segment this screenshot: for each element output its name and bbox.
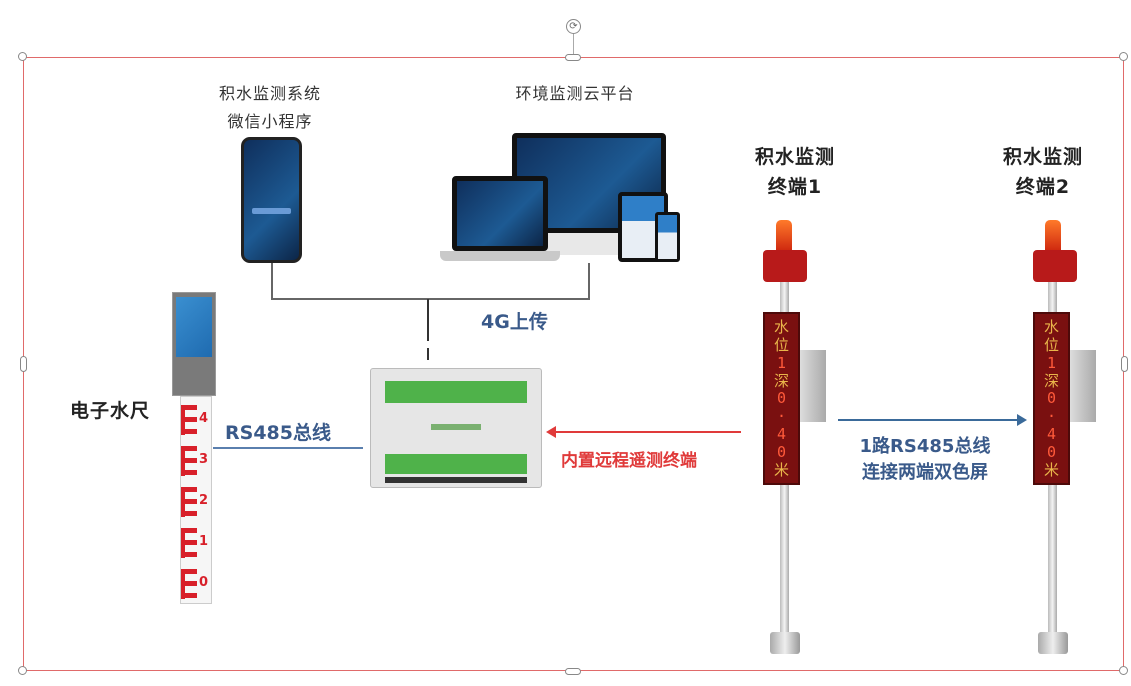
mini-program-label-2: 微信小程序 xyxy=(227,112,313,131)
connector-line xyxy=(427,299,429,341)
ruler-mark-label: 1 xyxy=(199,534,209,549)
ruler-mark-label: 0 xyxy=(199,575,209,590)
ruler-mark-label: 3 xyxy=(199,452,209,467)
ruler-mark: 3 xyxy=(181,446,211,476)
display-char: 4 xyxy=(1046,425,1057,444)
rs485-label: RS485总线 xyxy=(225,422,331,444)
connector-line-dashed xyxy=(427,348,429,360)
cloud-platform-label: 环境监测云平台 xyxy=(515,84,635,103)
resize-handle-top[interactable] xyxy=(565,54,581,61)
connector-line xyxy=(271,263,273,299)
display-char: 1 xyxy=(776,353,787,372)
laptop-image xyxy=(452,176,548,251)
resize-handle-right[interactable] xyxy=(1121,356,1128,372)
mini-program-label-1: 积水监测系统 xyxy=(218,84,321,103)
ruler-mark: 4 xyxy=(181,405,211,435)
display-char: · xyxy=(776,407,787,426)
display-char: 米 xyxy=(1043,460,1059,479)
resize-handle-bottom[interactable] xyxy=(565,668,581,675)
laptop-base xyxy=(440,251,560,261)
bus-note-2: 连接两端双色屏 xyxy=(862,462,988,483)
display-char: 水 xyxy=(773,317,789,336)
display-char: 米 xyxy=(773,460,789,479)
terminal1-label-2: 终端1 xyxy=(767,176,823,198)
display-char: 0 xyxy=(776,443,787,462)
terminal1-label-1: 积水监测 xyxy=(754,146,835,168)
terminal2-label-1: 积水监测 xyxy=(1002,146,1083,168)
ruler-mark-label: 4 xyxy=(199,411,209,426)
ruler-mark: 2 xyxy=(181,487,211,517)
bus-note-1: 1路RS485总线 xyxy=(859,436,991,457)
display-char: 深 xyxy=(1043,371,1059,390)
rotate-handle-icon[interactable]: ⟳ xyxy=(566,19,581,34)
small-phone-image xyxy=(655,212,680,262)
terminal1-base xyxy=(770,632,800,654)
display-char: 1 xyxy=(1046,353,1057,372)
upload-label: 4G上传 xyxy=(481,311,548,333)
ruler-mark: 1 xyxy=(181,528,211,558)
display-char: 深 xyxy=(773,371,789,390)
water-gauge-label: 电子水尺 xyxy=(70,400,151,422)
resize-handle-bottom-left[interactable] xyxy=(18,666,27,675)
terminal1-side-box xyxy=(800,350,826,422)
display-char: 0 xyxy=(1046,443,1057,462)
ruler-mark-label: 2 xyxy=(199,493,209,508)
rtu-label: 内置远程遥测终端 xyxy=(561,451,697,471)
arrow-right-icon xyxy=(1017,414,1027,426)
terminal2-label-2: 终端2 xyxy=(1015,176,1071,198)
rs485-line xyxy=(213,447,363,449)
resize-handle-bottom-right[interactable] xyxy=(1119,666,1128,675)
connector-line xyxy=(588,263,590,299)
display-char: 位 xyxy=(773,335,789,354)
arrow-left-icon xyxy=(546,426,556,438)
display-char: 位 xyxy=(1043,335,1059,354)
connector-line xyxy=(271,298,590,300)
resize-handle-top-right[interactable] xyxy=(1119,52,1128,61)
display-char: · xyxy=(1046,407,1057,426)
bus-arrow-line xyxy=(838,419,1018,421)
terminal1-beacon-icon xyxy=(776,220,792,250)
rtu-arrow-line xyxy=(555,431,741,433)
terminal2-base xyxy=(1038,632,1068,654)
display-char: 4 xyxy=(776,425,787,444)
rotate-handle-stem xyxy=(573,34,574,54)
water-gauge-ruler: 4 3 2 1 0 xyxy=(180,396,212,604)
display-char: 水 xyxy=(1043,317,1059,336)
rtu-controller-image xyxy=(370,368,542,488)
terminal2-side-box xyxy=(1070,350,1096,422)
ruler-mark: 0 xyxy=(181,569,211,599)
smartphone-image xyxy=(241,137,302,263)
display-char: 0 xyxy=(776,389,787,408)
display-char: 0 xyxy=(1046,389,1057,408)
resize-handle-top-left[interactable] xyxy=(18,52,27,61)
terminal1-horn-icon xyxy=(763,250,807,282)
terminal2-horn-icon xyxy=(1033,250,1077,282)
resize-handle-left[interactable] xyxy=(20,356,27,372)
gauge-sensor-box xyxy=(172,292,216,396)
terminal2-beacon-icon xyxy=(1045,220,1061,250)
